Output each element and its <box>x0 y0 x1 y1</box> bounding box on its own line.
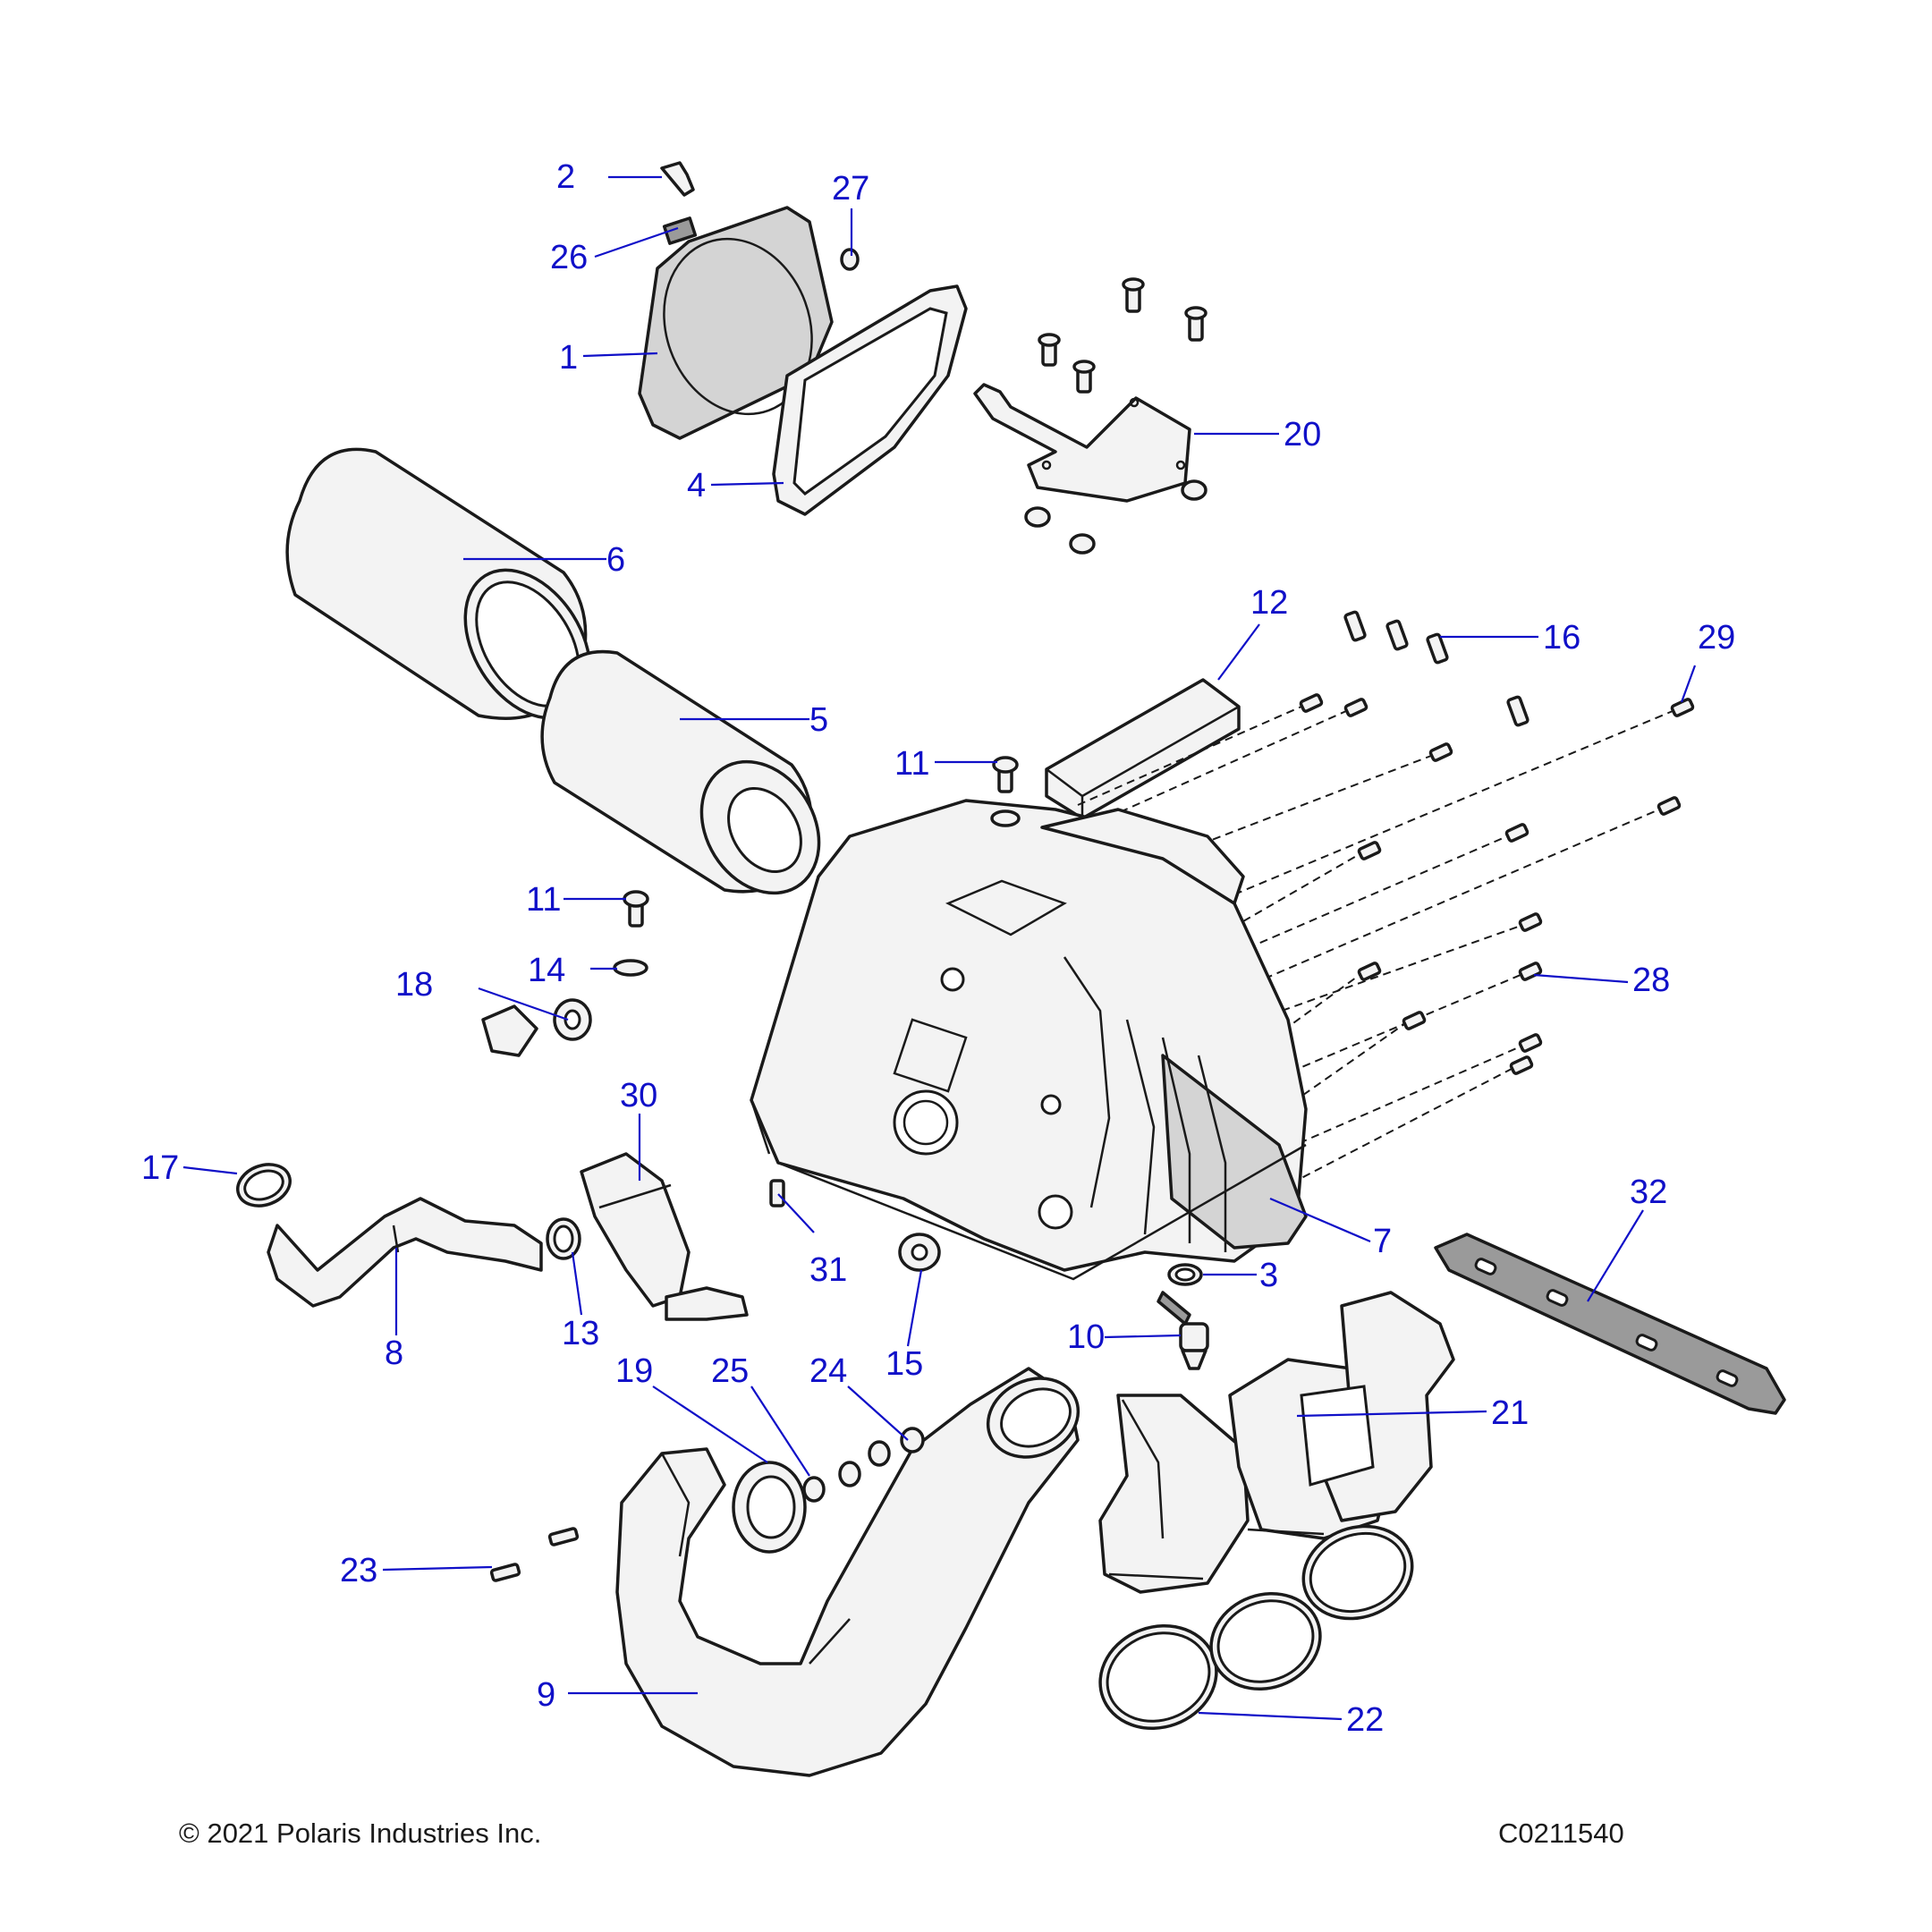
part-24-grommet <box>868 1427 925 1467</box>
part-19-seal <box>732 1461 807 1554</box>
part-23-screws <box>489 1527 580 1582</box>
callout-30: 30 <box>620 1077 657 1114</box>
part-32-strap <box>1434 1233 1786 1415</box>
part-17-clamp <box>236 1163 292 1208</box>
callout-18: 18 <box>395 966 433 1004</box>
callout-16: 16 <box>1543 619 1580 657</box>
part-18-sensor <box>481 998 592 1057</box>
callout-9: 9 <box>537 1676 555 1714</box>
callout-17: 17 <box>141 1149 179 1187</box>
part-8-hose <box>267 1197 543 1308</box>
part-11-bolts <box>623 756 1021 928</box>
callout-3: 3 <box>1259 1257 1278 1294</box>
callout-19: 19 <box>615 1352 653 1390</box>
callout-22: 22 <box>1346 1701 1384 1739</box>
callout-2: 2 <box>556 158 575 196</box>
callout-24: 24 <box>809 1352 847 1390</box>
callout-7: 7 <box>1373 1223 1392 1260</box>
callout-21: 21 <box>1491 1394 1529 1432</box>
callout-25: 25 <box>711 1352 749 1390</box>
callout-29: 29 <box>1698 619 1735 657</box>
part-1-cover <box>638 206 834 440</box>
part-15-grommet <box>898 1233 941 1272</box>
callout-11b: 11 <box>526 881 561 919</box>
part-5-filter-element <box>540 649 821 895</box>
part-20-bracket <box>973 277 1208 555</box>
part-25-grommet <box>802 1461 861 1503</box>
callout-11a: 11 <box>894 745 929 783</box>
callout-14: 14 <box>528 952 565 989</box>
callout-10: 10 <box>1067 1318 1105 1356</box>
callout-28: 28 <box>1632 962 1670 999</box>
callout-20: 20 <box>1284 416 1321 453</box>
part-4-gasket <box>772 284 968 516</box>
part-12-foam-block <box>1045 678 1241 820</box>
part-16-bolts <box>1343 610 1530 727</box>
part-10-drain-valve <box>1157 1291 1209 1370</box>
callout-5: 5 <box>809 701 828 739</box>
callout-12: 12 <box>1250 584 1288 622</box>
part-2-screw <box>660 161 695 197</box>
part-27-grommet <box>840 248 860 271</box>
callout-6: 6 <box>606 541 625 579</box>
part-14-washer <box>613 959 648 977</box>
callout-26: 26 <box>550 239 588 276</box>
part-13-clamp <box>546 1217 581 1260</box>
callout-23: 23 <box>340 1552 377 1589</box>
part-3-oring <box>1167 1263 1203 1286</box>
callout-15: 15 <box>886 1345 923 1383</box>
callout-8: 8 <box>385 1335 403 1372</box>
callout-labels: 1 2 3 4 5 6 7 8 9 10 11 11 12 13 14 15 1… <box>141 158 1735 1739</box>
part-7-airbox-housing <box>750 799 1308 1281</box>
callout-4: 4 <box>687 467 706 504</box>
callout-27: 27 <box>832 170 869 208</box>
part-31-screw <box>769 1179 785 1208</box>
part-22-clamps <box>1098 1524 1414 1731</box>
diagram-code: C0211540 <box>1498 1818 1624 1849</box>
callout-31: 31 <box>809 1251 847 1289</box>
callout-1: 1 <box>559 339 578 377</box>
copyright-text: © 2021 Polaris Industries Inc. <box>179 1818 541 1849</box>
part-9-intake-duct <box>615 1367 1080 1777</box>
part-30-valve <box>580 1152 749 1321</box>
leader-lines <box>182 175 1697 1721</box>
callout-32: 32 <box>1630 1174 1667 1211</box>
callout-13: 13 <box>562 1315 599 1352</box>
part-21-ducts <box>1098 1291 1455 1594</box>
